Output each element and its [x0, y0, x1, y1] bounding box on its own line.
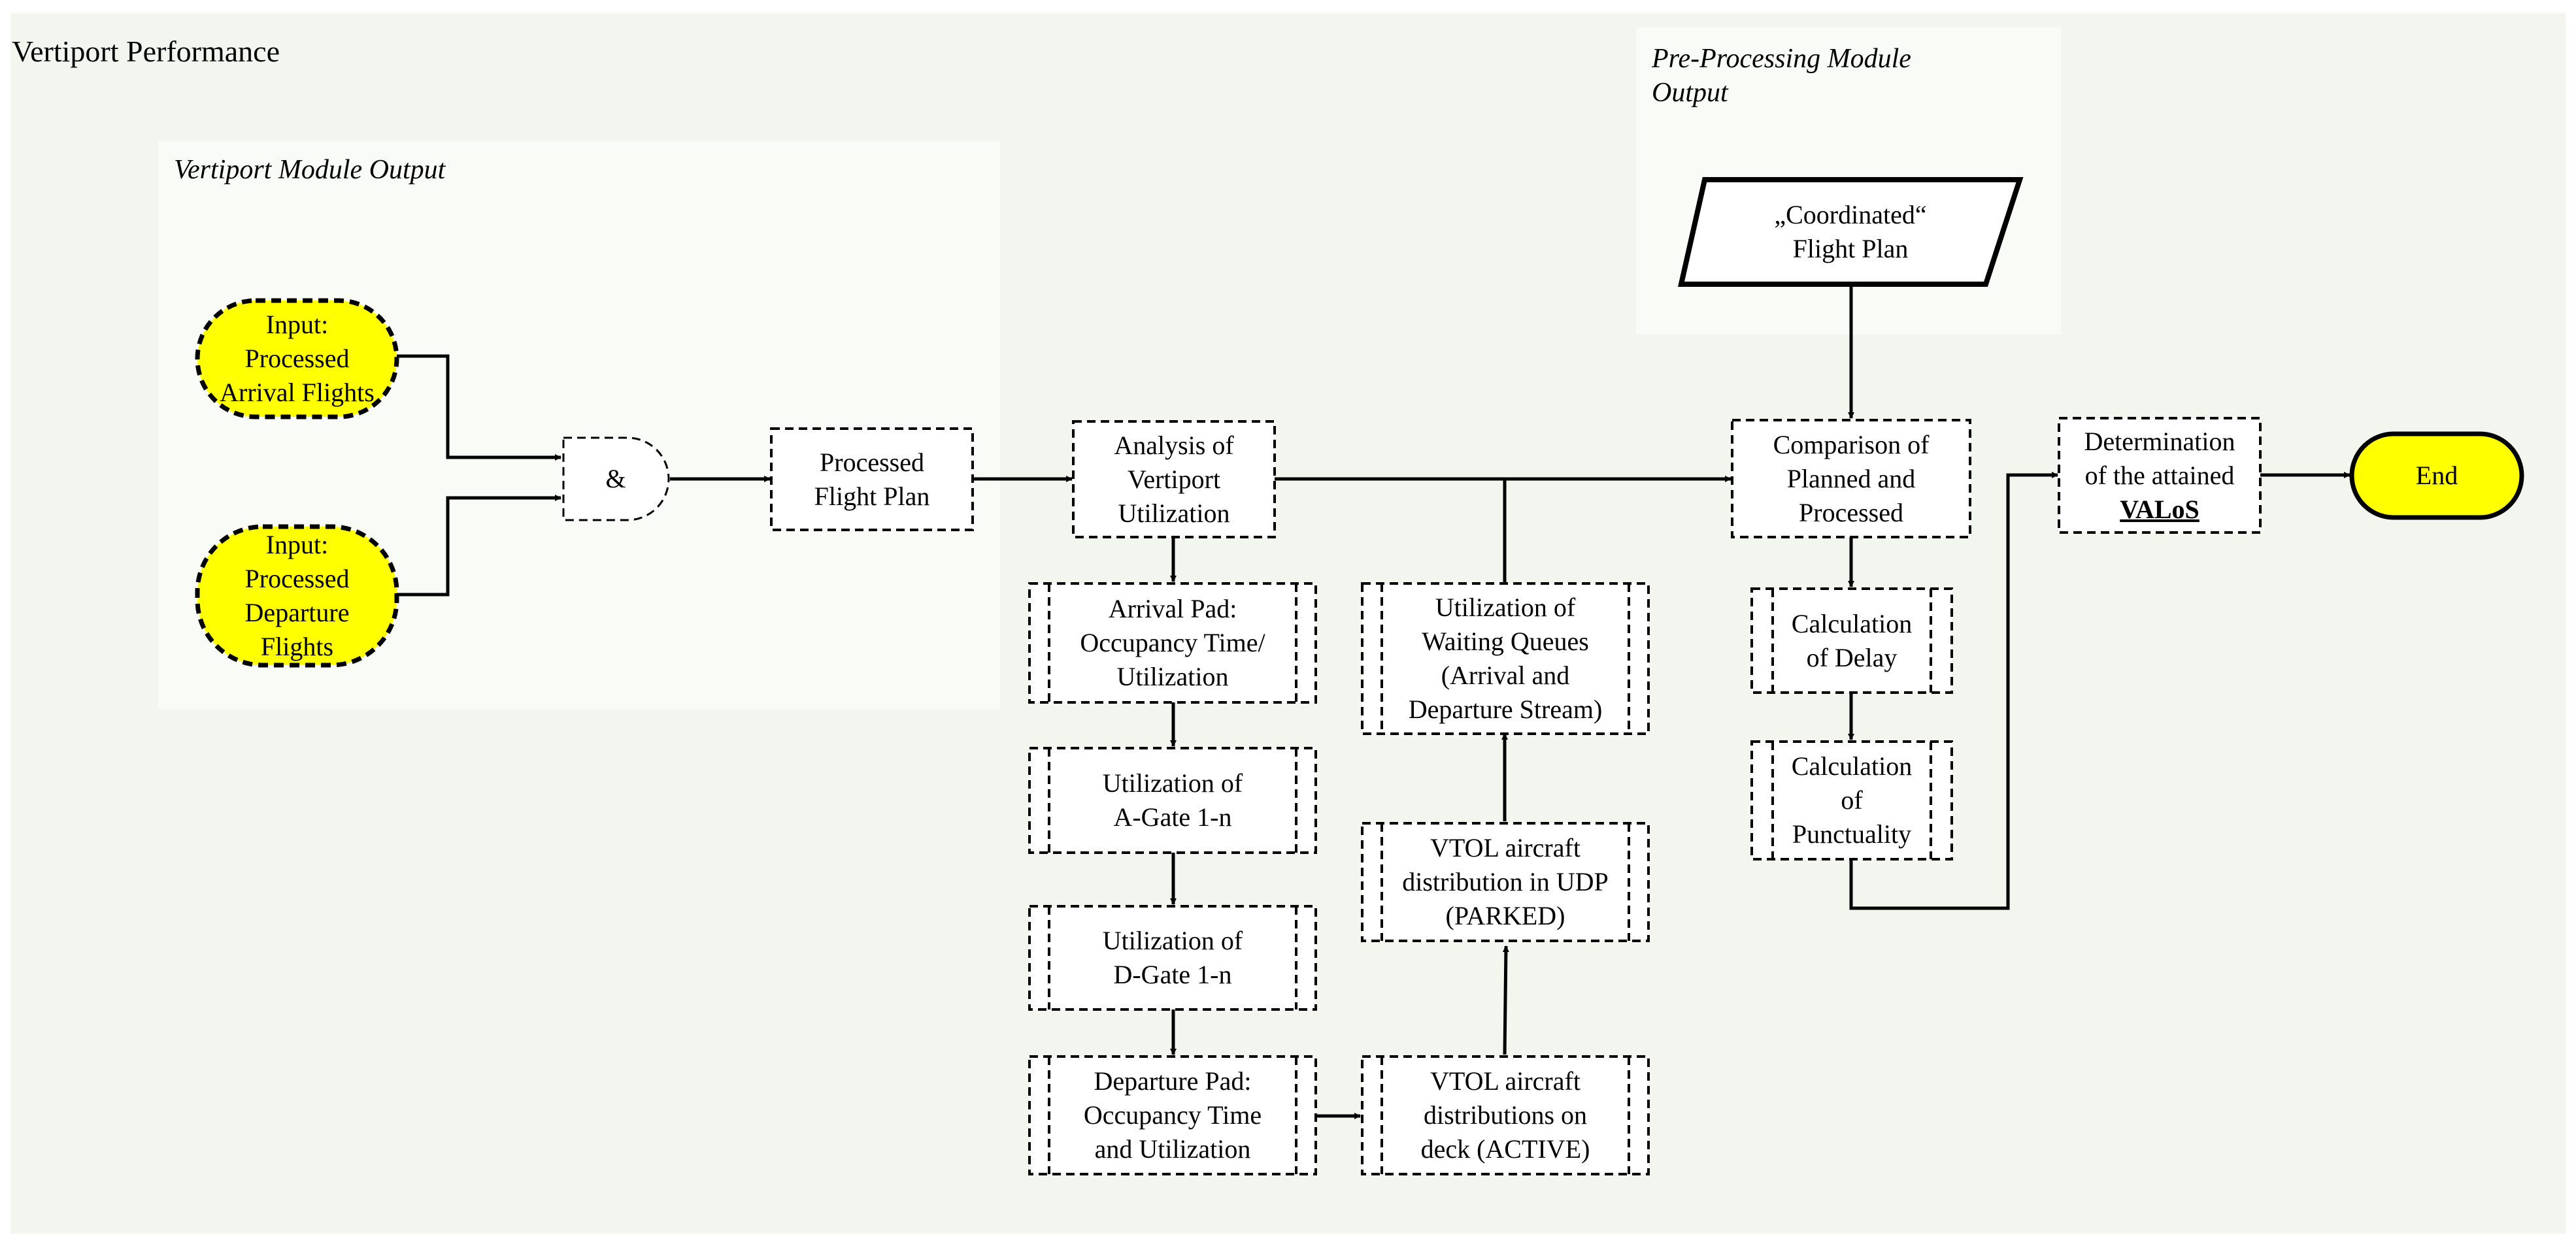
node-label-line: Flight Plan — [1792, 234, 1909, 263]
connector-punctuality-to-determination — [1849, 472, 2058, 910]
vtol-parked-node: VTOL aircraft distribution in UDP (PARKE… — [1362, 823, 1648, 941]
node-label-line: Departure Stream) — [1408, 695, 1603, 724]
calculation-of-delay-node: Calculation of Delay — [1752, 589, 1952, 693]
node-label-line: Utilization of — [1102, 926, 1243, 955]
analysis-of-vertiport-utilization-node: Analysis of Vertiport Utilization — [1073, 421, 1275, 537]
node-label-line: Processed — [244, 564, 350, 593]
node-label-line: of — [1841, 785, 1863, 815]
end-terminal-node: End — [2352, 434, 2522, 517]
node-label-line: and Utilization — [1094, 1134, 1251, 1164]
node-label-line: Utilization of — [1435, 593, 1576, 622]
vtol-active-shape — [1361, 1055, 1650, 1175]
node-label-line: Flight Plan — [814, 481, 930, 511]
preprocessing-module-title-line-2: Output — [1652, 78, 1728, 108]
input-departure-shape — [195, 524, 399, 668]
node-label-line: deck (ACTIVE) — [1420, 1134, 1590, 1164]
waiting-queues-shape — [1361, 582, 1650, 735]
node-label-line: Utilization — [1118, 498, 1230, 528]
processed-flight-plan-node: Processed Flight Plan — [771, 429, 973, 530]
connector-arrival-to-and — [397, 354, 561, 461]
node-label-line: Punctuality — [1792, 819, 1912, 849]
arrival-pad-node: Arrival Pad: Occupancy Time/ Utilization — [1029, 583, 1316, 702]
comparison-shape — [1731, 419, 1971, 538]
analysis-shape — [1072, 420, 1276, 538]
preprocessing-module-title-line-1: Pre-Processing Module — [1652, 44, 1911, 74]
node-label-line: „Coordinated“ — [1774, 200, 1927, 229]
node-label-line: Waiting Queues — [1422, 627, 1589, 656]
d-gate-utilization-node: Utilization of D-Gate 1-n — [1029, 906, 1316, 1009]
valos-label: VALoS — [2120, 494, 2200, 524]
node-label-line: distribution in UDP — [1402, 867, 1609, 896]
a-gate-shape — [1028, 747, 1317, 854]
input-departure-flights-node: Input: Processed Departure Flights — [197, 527, 397, 665]
arrival-pad-shape — [1028, 582, 1317, 704]
node-label-line: Arrival Pad: — [1108, 594, 1237, 623]
node-label-line: A-Gate 1-n — [1113, 802, 1232, 832]
shapes — [195, 177, 2524, 1175]
node-label-line: VTOL aircraft — [1430, 833, 1581, 862]
preprocessing-module-title: Pre-Processing Module Output — [1652, 42, 1911, 110]
node-label-line: Analysis of — [1114, 430, 1234, 460]
page-title: Vertiport Performance — [12, 35, 280, 68]
coordinated-plan-shape — [1678, 177, 2024, 287]
node-label-line: Input: — [265, 310, 329, 339]
node-label-line: distributions on — [1423, 1100, 1588, 1130]
and-gate-node: & — [563, 438, 668, 520]
node-label-line: Planned and — [1786, 463, 1916, 493]
node-label-line: (PARKED) — [1445, 901, 1565, 930]
node-label-line: Flights — [260, 632, 334, 661]
node-label-line: Departure — [244, 598, 350, 627]
node-label-line: Arrival Flights — [220, 378, 375, 407]
node-label-line: of the attained — [2084, 460, 2235, 490]
d-gate-shape — [1028, 905, 1317, 1011]
node-label-line: Occupancy Time — [1083, 1100, 1262, 1130]
determination-valos-node: Determination of the attained VALoS — [2059, 418, 2260, 533]
vtol-active-node: VTOL aircraft distributions on deck (ACT… — [1362, 1057, 1648, 1174]
node-label-line: Input: — [265, 530, 329, 559]
node-label-line: Departure Pad: — [1094, 1066, 1252, 1096]
node-label-line: (Arrival and — [1441, 661, 1570, 690]
and-gate-shape — [562, 436, 670, 521]
node-label-line: Processed — [244, 344, 350, 373]
node-label-line: D-Gate 1-n — [1113, 960, 1232, 989]
calc-punctuality-shape — [1750, 740, 1953, 861]
processed-flight-plan-shape — [770, 427, 974, 531]
node-label-line: Utilization of — [1102, 768, 1243, 798]
determination-shape — [2058, 417, 2262, 534]
node-label-line: VTOL aircraft — [1430, 1066, 1581, 1096]
input-arrival-shape — [195, 298, 399, 419]
node-label-line: Utilization — [1116, 662, 1229, 691]
input-arrival-flights-node: Input: Processed Arrival Flights — [197, 301, 397, 417]
waiting-queues-node: Utilization of Waiting Queues (Arrival a… — [1362, 583, 1648, 734]
calculation-of-punctuality-node: Calculation of Punctuality — [1752, 742, 1952, 859]
and-gate-label: & — [605, 464, 626, 493]
vertiport-module-title: Vertiport Module Output — [174, 155, 446, 185]
node-label-line: of Delay — [1806, 642, 1898, 672]
departure-pad-node: Departure Pad: Occupancy Time and Utiliz… — [1029, 1057, 1316, 1174]
node-label-line: Vertiport — [1127, 464, 1221, 494]
node-label-line: Occupancy Time/ — [1080, 628, 1265, 657]
connector-departure-to-and — [397, 495, 561, 597]
end-shape — [2349, 431, 2524, 520]
comparison-node: Comparison of Planned and Processed — [1732, 420, 1970, 537]
connectors — [397, 284, 2350, 1119]
vtol-parked-shape — [1361, 822, 1650, 942]
end-label: End — [2415, 461, 2458, 490]
a-gate-utilization-node: Utilization of A-Gate 1-n — [1029, 748, 1316, 853]
node-label-line: Determination — [2084, 426, 2235, 456]
node-label-line: Processed — [1799, 497, 1903, 527]
node-label-line: Calculation — [1791, 608, 1913, 638]
departure-pad-shape — [1028, 1055, 1317, 1175]
node-label-line: Processed — [820, 447, 924, 477]
coordinated-flight-plan-node: „Coordinated“ Flight Plan — [1681, 180, 2020, 284]
calc-delay-shape — [1750, 587, 1953, 694]
node-label-line: Comparison of — [1773, 429, 1930, 459]
node-label-line: Calculation — [1791, 751, 1913, 781]
connector-vtol-active-to-parked — [1502, 945, 1509, 1055]
